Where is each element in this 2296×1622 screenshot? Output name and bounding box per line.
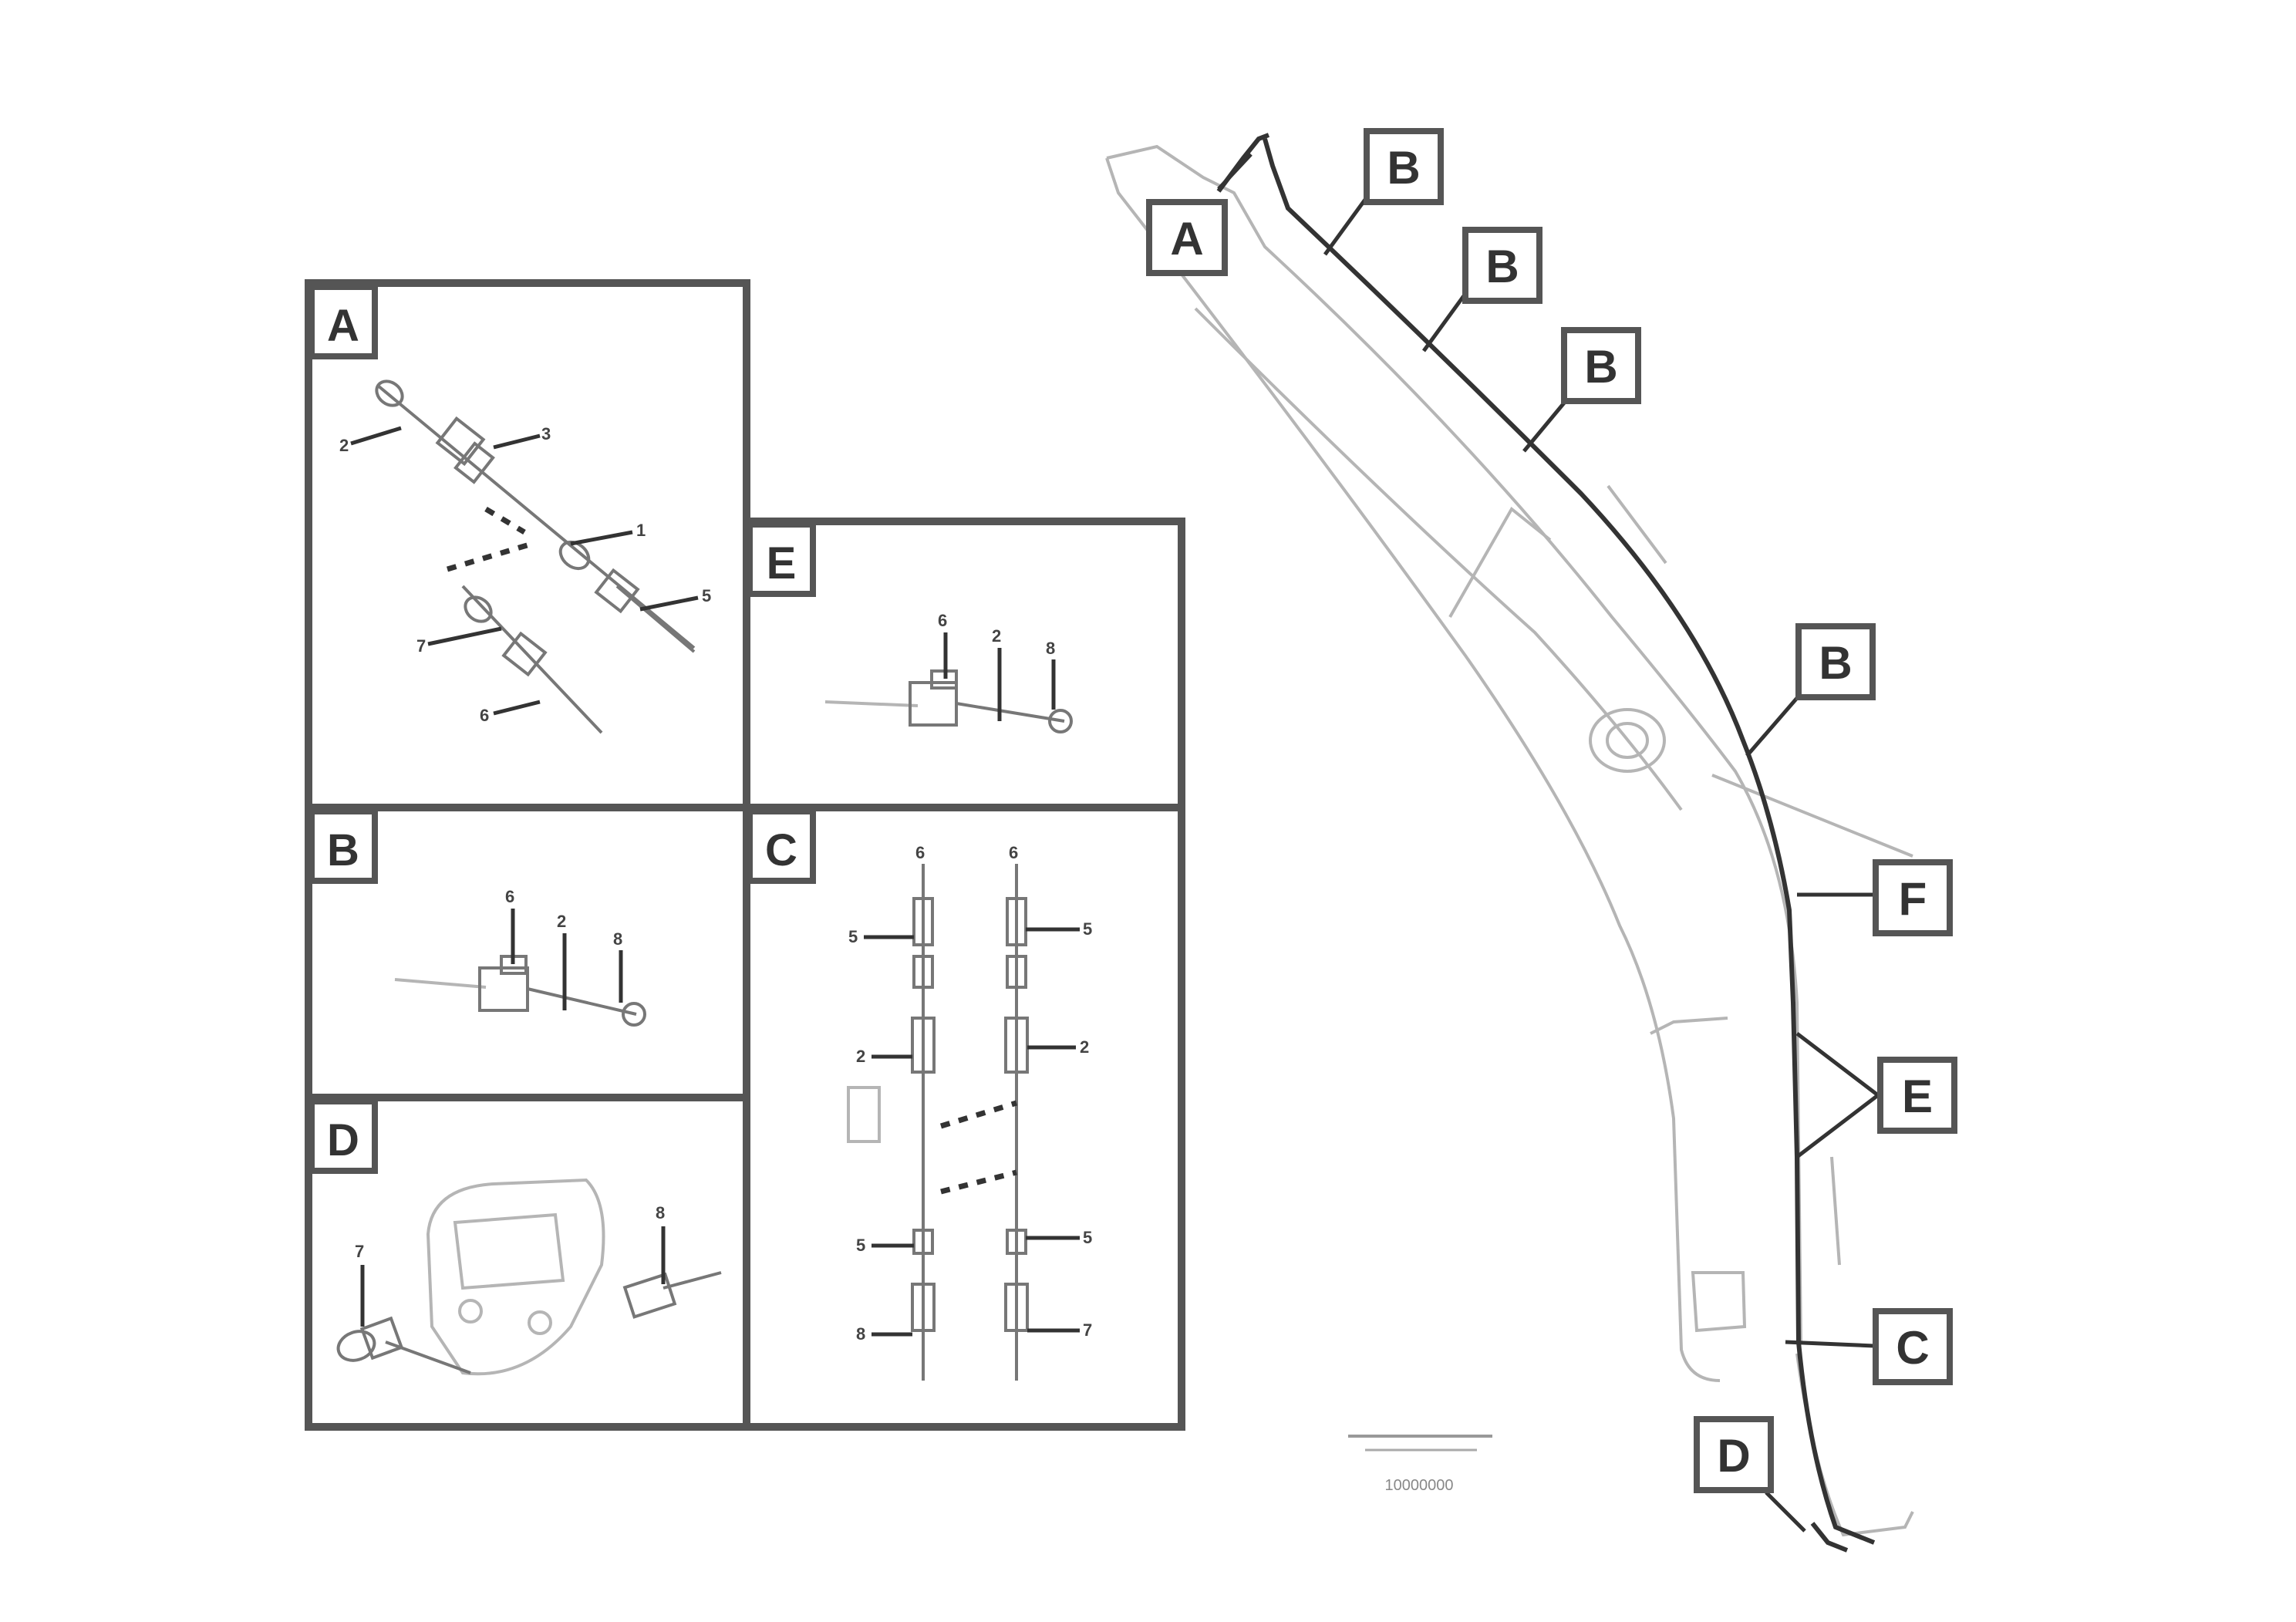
part-num-b-1: 6 [505,887,514,906]
panel-label-c-text: C [765,825,797,875]
part-num-a-6: 6 [480,706,489,725]
part-num-d-2: 8 [656,1203,665,1222]
arm-outline [1105,133,1914,1553]
panel-label-d-text: D [327,1115,359,1165]
drawing-id-stamp: 10000000 [1348,1435,1492,1494]
part-num-c-5: 2 [856,1047,865,1066]
callout-b2: B [1462,227,1542,304]
callout-a: A [1146,199,1228,276]
panel-d-frame [305,1094,750,1431]
part-num-e-3: 8 [1046,639,1055,658]
callout-e-text: E [1902,1071,1933,1122]
callout-c: C [1873,1308,1953,1385]
panel-label-b-text: B [327,825,359,875]
part-num-b-3: 8 [613,929,622,949]
callout-b1-text: B [1387,142,1420,194]
part-num-b-2: 2 [557,912,566,931]
callout-e: E [1877,1057,1957,1134]
part-num-a-5: 7 [416,636,426,656]
part-num-a-3: 1 [636,521,646,540]
part-num-c-4: 5 [1083,919,1092,939]
callout-b3-text: B [1584,341,1617,393]
callout-d-text: D [1717,1430,1750,1482]
callout-c-text: C [1896,1322,1929,1374]
part-num-c-10: 7 [1083,1320,1092,1340]
detail-panels: A E B C D [305,279,1185,1431]
callout-b2-text: B [1485,241,1519,292]
part-num-c-6: 2 [1080,1037,1089,1057]
panel-e-parts: 6 2 8 [824,611,1073,733]
callout-b1: B [1364,128,1444,205]
part-num-e-1: 6 [938,611,947,630]
panel-b-parts: 6 2 8 [394,887,646,1027]
part-num-d-1: 7 [355,1242,364,1261]
drawing-id: 10000000 [1385,1477,1454,1494]
callout-b4-text: B [1819,637,1852,689]
callout-b4: B [1795,623,1876,700]
callout-d: D [1694,1416,1774,1493]
panel-label-b: B [308,808,378,884]
panel-a-frame [305,279,750,811]
part-num-c-9: 8 [856,1324,865,1344]
part-num-c-1: 6 [915,843,925,862]
callout-b3: B [1561,327,1641,404]
panel-c-parts: 6 6 5 5 2 2 5 5 8 7 [847,843,1092,1381]
callout-leaders [1217,153,1880,1533]
panel-label-a-text: A [327,301,359,351]
panel-label-e: E [747,521,816,597]
panel-a-parts: 2 3 1 5 7 6 [339,379,711,734]
callout-f-text: F [1899,873,1927,925]
panel-label-e-text: E [767,538,797,588]
panel-label-a: A [308,284,378,359]
callout-a-text: A [1170,213,1203,265]
part-num-a-2: 3 [541,424,551,443]
callout-f: F [1873,859,1953,936]
part-num-c-3: 5 [848,927,858,946]
panel-label-c: C [747,808,816,884]
panel-label-d: D [308,1098,378,1174]
part-num-a-4: 5 [702,586,711,605]
part-num-c-2: 6 [1009,843,1018,862]
part-num-a-1: 2 [339,436,349,455]
panel-d-parts: 7 8 [336,1178,722,1376]
part-num-e-2: 2 [992,626,1001,646]
part-num-c-8: 5 [1083,1228,1092,1247]
part-num-c-7: 5 [856,1236,865,1255]
